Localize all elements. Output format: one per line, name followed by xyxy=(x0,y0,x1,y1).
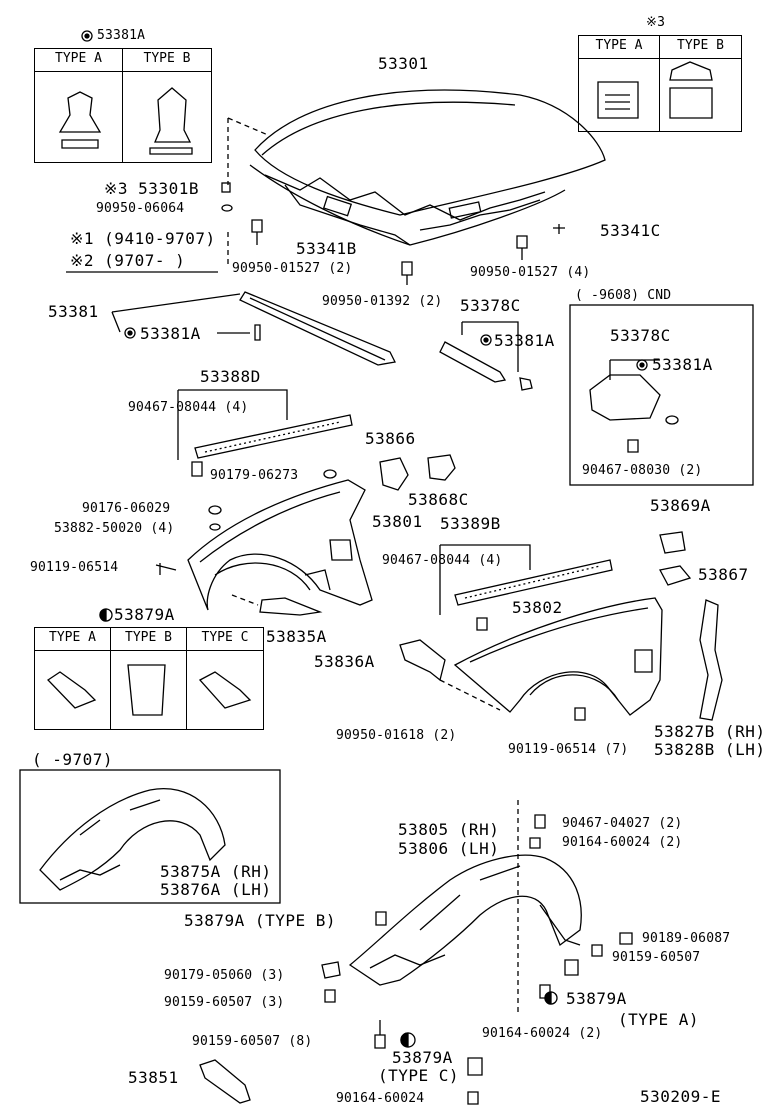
label-53869A: 53869A xyxy=(650,496,711,515)
label-53341B: 53341B xyxy=(296,239,357,258)
clip-table-divider xyxy=(122,70,123,163)
clip-table-part-no: 53381A xyxy=(97,28,146,43)
inset-cnd-title: ( -9608) CND xyxy=(575,288,672,303)
diagram-id: 530209-E xyxy=(640,1087,722,1106)
inset-9707-53875A: 53875A (RH) xyxy=(160,862,272,881)
note3-table-divider xyxy=(659,57,660,132)
label-90950-01527-4: 90950-01527 (4) xyxy=(470,265,591,280)
label-53827B: 53827B (RH) xyxy=(654,722,765,741)
label-53389B: 53389B xyxy=(440,514,501,533)
label-53381A-a: 53381A xyxy=(140,324,201,343)
label-53805: 53805 (RH) xyxy=(398,820,500,839)
inset-9707-53876A: 53876A (LH) xyxy=(160,880,272,899)
label-53836A: 53836A xyxy=(314,652,375,671)
label-90950-01527-2: 90950-01527 (2) xyxy=(232,261,353,276)
label-53868C: 53868C xyxy=(408,490,469,509)
clip-table-type-b: TYPE B xyxy=(122,48,212,72)
label-53301: 53301 xyxy=(378,54,429,73)
label-90164-60024-c: 90164-60024 xyxy=(336,1091,425,1106)
label-53867: 53867 xyxy=(698,565,749,584)
label-53806: 53806 (LH) xyxy=(398,839,500,858)
label-53879A-type-c: 53879A xyxy=(392,1048,453,1067)
label-90179-06273: 90179-06273 xyxy=(210,468,299,483)
seal-strip-53389B xyxy=(454,559,613,606)
retainer-table-type-a: TYPE A xyxy=(34,627,111,651)
label-90159-60507-8: 90159-60507 (8) xyxy=(192,1034,313,1049)
label-90176-06029: 90176-06029 xyxy=(82,501,171,516)
label-53828B: 53828B (LH) xyxy=(654,740,765,759)
label-53882-50020: 53882-50020 (4) xyxy=(54,521,175,536)
retainer-table-type-b: TYPE B xyxy=(110,627,187,651)
label-53301B: ※3 53301B xyxy=(104,179,199,198)
label-90179-05060: 90179-05060 (3) xyxy=(164,968,285,983)
label-90950-01618: 90950-01618 (2) xyxy=(336,728,457,743)
inset-9707-title: ( -9707) xyxy=(32,750,114,769)
label-90159-60507-3: 90159-60507 (3) xyxy=(164,995,285,1010)
label-53381: 53381 xyxy=(48,302,99,321)
label-90950-06064: 90950-06064 xyxy=(96,201,185,216)
hood-fasteners xyxy=(221,182,565,285)
label-90164-60024-a: 90164-60024 (2) xyxy=(562,835,683,850)
label-90159-60507-a: 90159-60507 xyxy=(612,950,701,965)
seal-strip-53388D xyxy=(194,414,353,459)
fender-liner-9707 xyxy=(39,788,226,891)
note3-table-type-a: TYPE A xyxy=(578,35,660,59)
label-53866: 53866 xyxy=(365,429,416,448)
label-53341C: 53341C xyxy=(600,221,661,240)
fender-liner-53805 xyxy=(348,854,582,986)
retainer-table-part-no: 53879A xyxy=(114,605,175,624)
label-90119-06514-b: 90119-06514 (7) xyxy=(508,742,629,757)
label-53879A-type-a-suffix: (TYPE A) xyxy=(618,1010,700,1029)
retainer-table-type-c: TYPE C xyxy=(186,627,264,651)
label-53801: 53801 xyxy=(372,512,423,531)
front-fender-53802 xyxy=(453,597,663,716)
label-90119-06514-a: 90119-06514 xyxy=(30,560,119,575)
inset-cnd-53378C: 53378C xyxy=(610,326,671,345)
label-53388D: 53388D xyxy=(200,367,261,386)
label-90164-60024-b: 90164-60024 (2) xyxy=(482,1026,603,1041)
label-90467-08044-a: 90467-08044 (4) xyxy=(128,400,249,415)
label-53879A-type-a: 53879A xyxy=(566,989,627,1008)
note3-mark: ※3 xyxy=(646,15,666,30)
front-fender-53801 xyxy=(187,479,373,611)
clip-table-type-a: TYPE A xyxy=(34,48,123,72)
label-53802: 53802 xyxy=(512,598,563,617)
label-90467-04027: 90467-04027 (2) xyxy=(562,816,683,831)
hood-illustration xyxy=(249,89,606,246)
label-53851: 53851 xyxy=(128,1068,179,1087)
inset-cnd-90467-08030: 90467-08030 (2) xyxy=(582,463,703,478)
note-2: ※2 (9707- ) xyxy=(70,251,186,270)
note3-table-type-b: TYPE B xyxy=(659,35,742,59)
note-1: ※1 (9410-9707) xyxy=(70,229,216,248)
label-90950-01392: 90950-01392 (2) xyxy=(322,294,443,309)
label-53378C: 53378C xyxy=(460,296,521,315)
seal-strip-53381 xyxy=(239,291,396,366)
label-53381A-b: 53381A xyxy=(494,331,555,350)
seal-strip-53378C xyxy=(439,341,533,391)
label-53879A-type-b: 53879A (TYPE B) xyxy=(184,911,336,930)
label-90467-08044-b: 90467-08044 (4) xyxy=(382,553,503,568)
retainer-table-divider-2 xyxy=(186,649,187,730)
retainer-table-divider-1 xyxy=(110,649,111,730)
label-53879A-type-c-suffix: (TYPE C) xyxy=(378,1066,460,1085)
label-90189-06087: 90189-06087 xyxy=(642,931,731,946)
label-53835A: 53835A xyxy=(266,627,327,646)
inset-cnd-53381A: 53381A xyxy=(652,355,713,374)
